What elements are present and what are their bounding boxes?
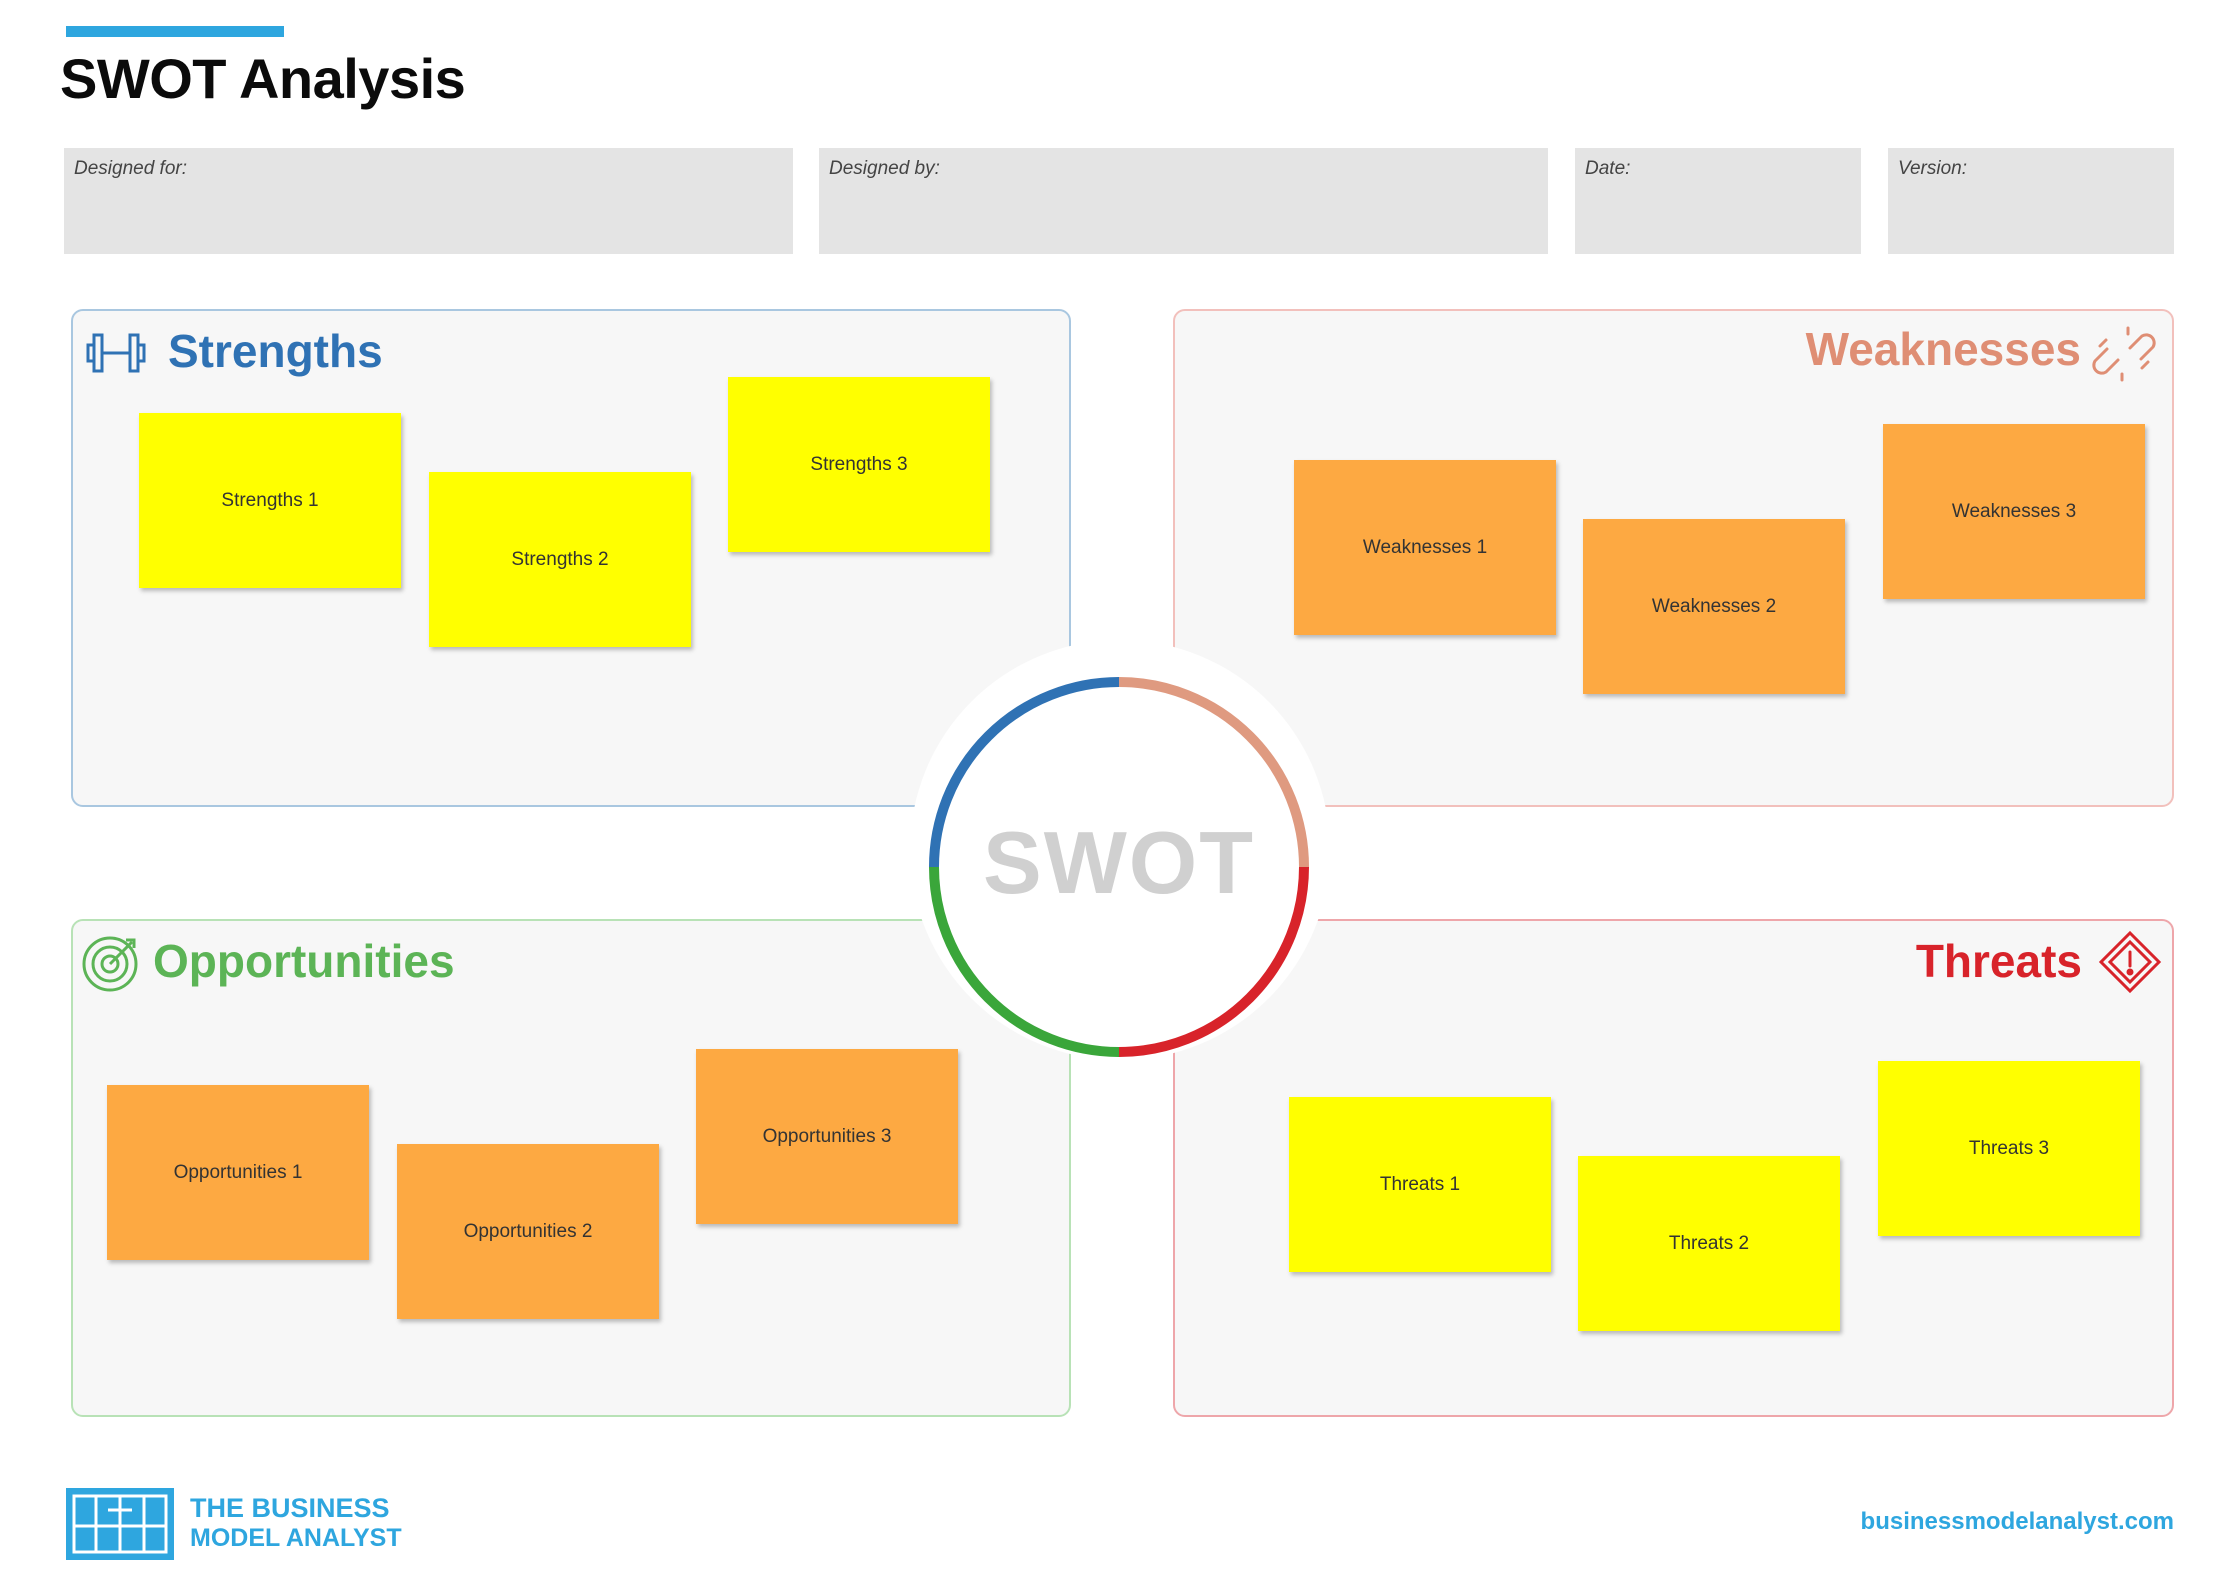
- center-label: SWOT: [983, 813, 1255, 912]
- strengths-note-3[interactable]: Strengths 3: [728, 377, 990, 552]
- designed-for-label: Designed for:: [74, 158, 188, 179]
- brand-name-line2: MODEL ANALYST: [190, 1524, 402, 1552]
- target-icon: [82, 936, 138, 992]
- designed-by-field[interactable]: Designed by:: [819, 148, 1548, 254]
- weaknesses-title: Weaknesses: [1805, 323, 2081, 375]
- website-link[interactable]: businessmodelanalyst.com: [1860, 1508, 2174, 1535]
- broken-chain-icon: [2092, 326, 2156, 382]
- brand-logo-icon: [66, 1488, 174, 1560]
- threats-note-1[interactable]: Threats 1: [1289, 1097, 1551, 1272]
- designed-for-field[interactable]: Designed for:: [64, 148, 793, 254]
- dumbbell-icon: [86, 333, 146, 373]
- strengths-note-1[interactable]: Strengths 1: [139, 413, 401, 588]
- swot-ring: [929, 677, 1309, 1057]
- strengths-title: Strengths: [168, 325, 383, 377]
- weaknesses-note-3[interactable]: Weaknesses 3: [1883, 424, 2145, 599]
- strengths-note-2[interactable]: Strengths 2: [429, 472, 691, 647]
- version-label: Version:: [1898, 158, 1967, 179]
- opportunities-note-3[interactable]: Opportunities 3: [696, 1049, 958, 1224]
- opportunities-note-1[interactable]: Opportunities 1: [107, 1085, 369, 1260]
- opportunities-title: Opportunities: [153, 935, 455, 987]
- opportunities-note-2[interactable]: Opportunities 2: [397, 1144, 659, 1319]
- version-field[interactable]: Version:: [1888, 148, 2174, 254]
- weaknesses-note-1[interactable]: Weaknesses 1: [1294, 460, 1556, 635]
- threats-note-2[interactable]: Threats 2: [1578, 1156, 1840, 1331]
- weaknesses-note-2[interactable]: Weaknesses 2: [1583, 519, 1845, 694]
- accent-bar: [66, 26, 284, 37]
- warning-diamond-icon: [2098, 930, 2162, 994]
- date-label: Date:: [1585, 158, 1631, 179]
- page-title: SWOT Analysis: [60, 47, 466, 110]
- brand-name-line1: THE BUSINESS: [190, 1493, 390, 1523]
- date-field[interactable]: Date:: [1575, 148, 1861, 254]
- threats-note-3[interactable]: Threats 3: [1878, 1061, 2140, 1236]
- threats-title: Threats: [1915, 935, 2082, 987]
- designed-by-label: Designed by:: [829, 158, 940, 179]
